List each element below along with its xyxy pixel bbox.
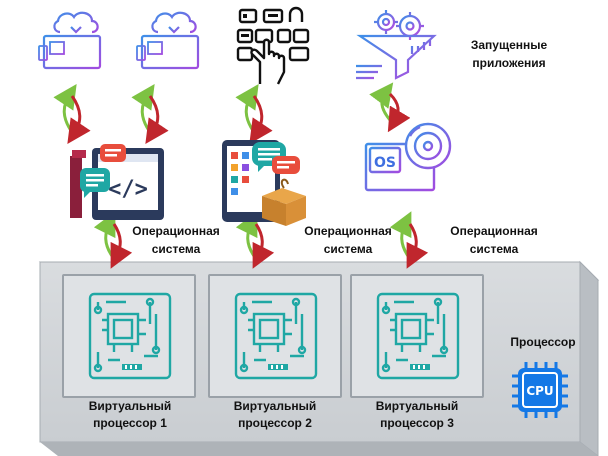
circuit-chip-icon — [88, 292, 172, 380]
processor-label: Процессор — [510, 335, 576, 349]
exchange-arrow-7 — [389, 211, 429, 269]
circuit-chip-icon — [376, 292, 460, 380]
svg-text:OS: OS — [374, 155, 396, 171]
os-monitor-disc-icon: OS — [364, 122, 452, 206]
running-apps-label: Запущенные приложения — [470, 38, 548, 70]
exchange-arrow-1 — [53, 84, 91, 144]
exchange-arrow-2 — [131, 84, 169, 144]
circuit-chip-icon — [234, 292, 318, 380]
exchange-arrow-4 — [369, 82, 411, 133]
svg-text:</>: </> — [108, 177, 148, 202]
funnel-gear-data-icon — [356, 10, 437, 80]
cpu-icon: CPU — [512, 362, 568, 418]
tablet-apps-box-icon — [222, 140, 306, 226]
tablet-code-chat-icon: </> — [70, 144, 164, 220]
exchange-arrow-3 — [235, 84, 273, 144]
hand-touch-panel-icon — [236, 6, 310, 85]
exchange-arrow-6 — [235, 211, 275, 269]
cloud-download-computer-icon — [136, 11, 200, 79]
cloud-download-computer-icon — [38, 11, 102, 79]
exchange-arrow-5 — [93, 211, 133, 269]
svg-text:CPU: CPU — [526, 384, 553, 398]
